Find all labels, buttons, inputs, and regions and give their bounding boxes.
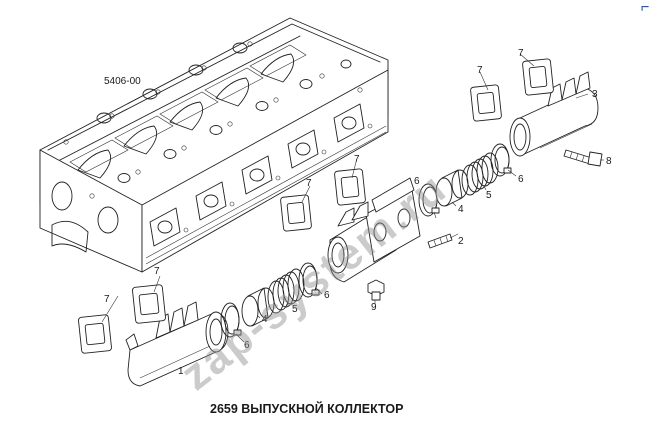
label-7b: 7 <box>154 266 160 277</box>
bellows-2 <box>461 152 499 196</box>
exhaust-manifold-middle <box>327 177 421 283</box>
sleeve-1 <box>241 287 275 327</box>
gasket-4 <box>334 168 366 206</box>
label-1: 1 <box>178 366 184 377</box>
leader-lines <box>101 53 604 343</box>
label-7e: 7 <box>477 65 483 76</box>
clamp-2 <box>298 262 320 298</box>
corner-mark: ┏━ <box>640 4 649 11</box>
bellows-1 <box>267 268 305 314</box>
label-7f: 7 <box>518 48 524 59</box>
label-6d: 6 <box>518 174 524 185</box>
exhaust-pipe-rear <box>509 71 599 157</box>
label-head-ref: 5406-00 <box>104 76 141 87</box>
gasket-1 <box>78 314 112 354</box>
gasket-5 <box>470 84 502 122</box>
label-7a: 7 <box>104 294 110 305</box>
stud <box>427 233 453 249</box>
exhaust-manifold-front <box>125 301 229 387</box>
label-5b: 5 <box>486 190 492 201</box>
sleeves <box>241 169 469 327</box>
clamp-1 <box>220 302 242 338</box>
sleeve-2 <box>435 169 469 207</box>
diagram-caption: 2659 ВЫПУСКНОЙ КОЛЛЕКТОР <box>210 401 403 416</box>
label-4b: 4 <box>458 204 464 215</box>
clamp-4 <box>490 143 512 177</box>
label-6a: 6 <box>244 340 250 351</box>
label-4a: 4 <box>262 314 268 325</box>
cylinder-head-drawing <box>39 17 389 273</box>
gasket-2 <box>132 284 166 324</box>
bolt <box>563 149 603 167</box>
label-3: 3 <box>592 89 598 100</box>
gaskets <box>78 58 554 354</box>
label-7c: 7 <box>306 178 312 189</box>
gasket-3 <box>280 194 312 232</box>
label-6c: 6 <box>414 176 420 187</box>
bellows <box>267 152 499 314</box>
label-5a: 5 <box>292 304 298 315</box>
gasket-6 <box>522 58 554 96</box>
part-labels: 5406-00 1 2 3 4 4 5 5 6 6 6 6 7 7 7 7 7 … <box>104 48 612 377</box>
label-8: 8 <box>606 156 612 167</box>
label-2: 2 <box>458 236 464 247</box>
label-7d: 7 <box>354 154 360 165</box>
label-6b: 6 <box>324 290 330 301</box>
nut <box>367 279 385 301</box>
label-9: 9 <box>371 302 377 313</box>
